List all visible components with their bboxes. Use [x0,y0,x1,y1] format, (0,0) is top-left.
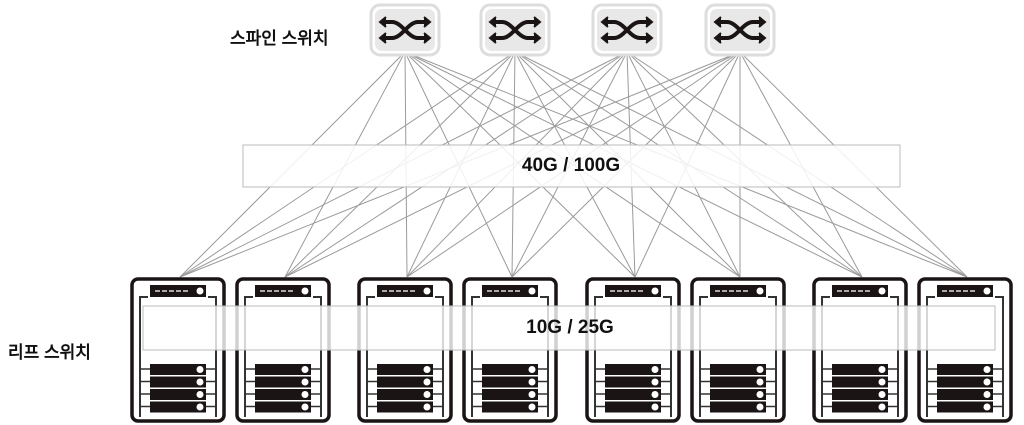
server-unit [937,364,993,375]
server-unit [832,401,888,413]
server-unit [605,389,661,400]
leaf-switch-label: 리프 스위치 [8,343,91,362]
server-unit [605,401,661,413]
server-unit [482,364,538,375]
server-unit [150,389,206,400]
server-unit [482,376,538,388]
uplink-band [242,144,901,188]
server-unit [150,376,206,388]
downlink-band [142,305,996,351]
spine-switch [479,3,551,57]
server-unit [710,376,766,388]
shuffle-icon [713,16,767,44]
server-unit [832,389,888,400]
server-unit [482,401,538,413]
spine-switch [369,3,441,57]
server-unit [150,364,206,375]
uplink-speed-label: 40G / 100G [521,155,621,176]
server-unit [832,364,888,375]
server-unit [605,364,661,375]
server-unit [255,376,311,388]
server-unit [377,376,433,388]
server-unit [937,376,993,388]
server-unit [150,401,206,413]
server-unit [832,376,888,388]
server-unit [710,364,766,375]
server-unit [482,389,538,400]
downlink-speed-label: 10G / 25G [526,317,614,338]
server-unit [377,389,433,400]
server-unit [377,364,433,375]
spine-switch [704,3,776,57]
server-unit [605,376,661,388]
server-unit [937,389,993,400]
server-unit [710,389,766,400]
shuffle-icon [488,16,542,44]
spine-switch-label: 스파인 스위치 [230,29,329,48]
shuffle-icon [378,16,432,44]
server-unit [255,401,311,413]
server-unit [937,401,993,413]
server-unit [377,401,433,413]
shuffle-icon [600,16,654,44]
server-unit [710,401,766,413]
server-unit [255,389,311,400]
spine-switch [591,3,663,57]
server-unit [255,364,311,375]
